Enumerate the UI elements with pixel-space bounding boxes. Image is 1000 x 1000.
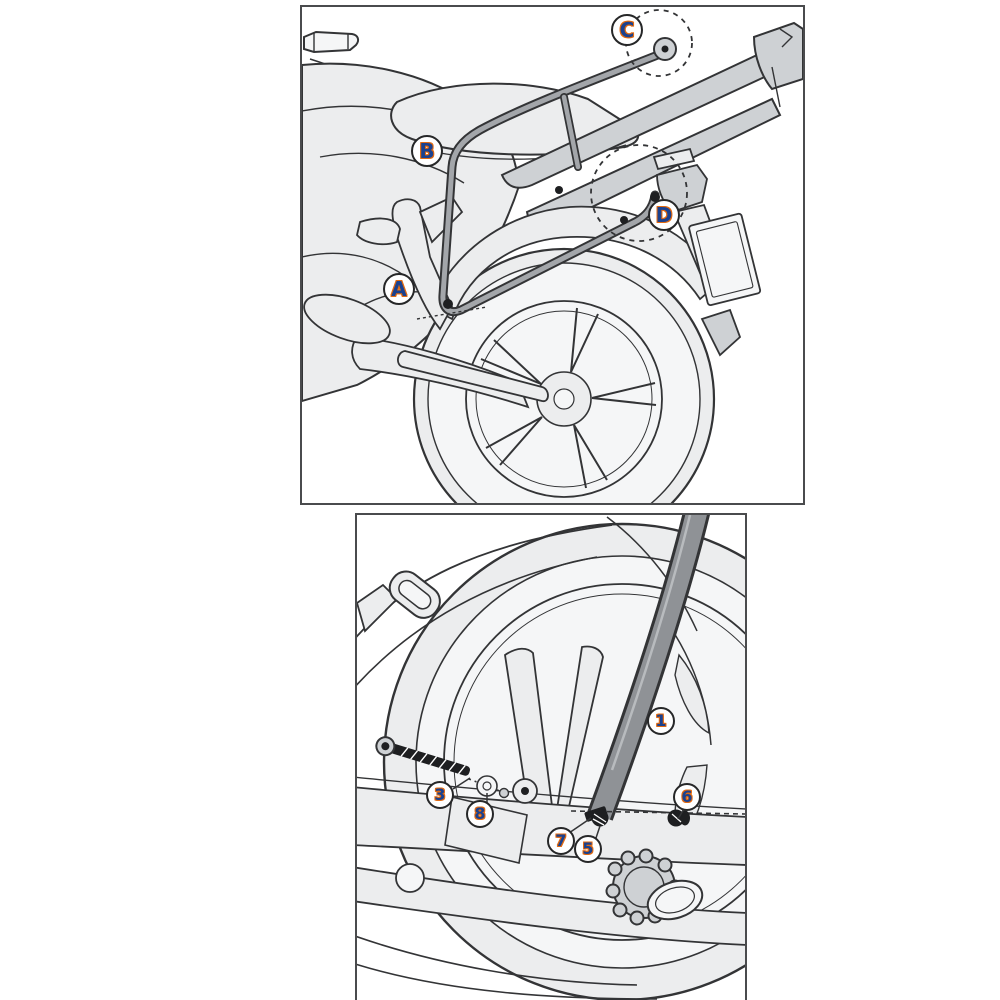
callout-1: 1 <box>647 707 675 735</box>
overview-panel: A B C D <box>300 5 805 505</box>
rack-stay-tube <box>587 515 710 821</box>
suspension-arms <box>504 645 604 841</box>
callout-5: 5 <box>574 835 602 863</box>
callout-b: B <box>411 135 443 167</box>
wheel-spokes <box>480 307 657 489</box>
callout-7: 7 <box>547 827 575 855</box>
adjuster-screw <box>375 736 470 776</box>
rack-tubes <box>438 46 673 317</box>
rear-wheel <box>412 247 716 503</box>
callout-8: 8 <box>466 800 494 828</box>
callout-6: 6 <box>673 783 701 811</box>
callout-a: A <box>383 273 415 305</box>
callout-3: 3 <box>426 781 454 809</box>
swingarm <box>351 336 549 409</box>
mudflap <box>700 308 742 357</box>
chain-adjuster-wheel <box>605 848 704 926</box>
motorcycle-rear-illustration <box>302 9 803 503</box>
detail-panel: 1 3 8 7 5 6 <box>355 513 747 1000</box>
front-mount-bolt <box>443 299 453 309</box>
license-plate-hanger <box>652 147 762 357</box>
callout-d: D <box>648 199 680 231</box>
swingarm-hole <box>395 863 425 893</box>
mount-detail-illustration <box>357 515 745 1000</box>
swingarm-detail <box>357 776 745 1000</box>
detail-circle-d <box>590 144 688 242</box>
callout-c: C <box>611 14 643 46</box>
muffler <box>303 293 391 345</box>
footpeg-slot <box>388 570 441 619</box>
